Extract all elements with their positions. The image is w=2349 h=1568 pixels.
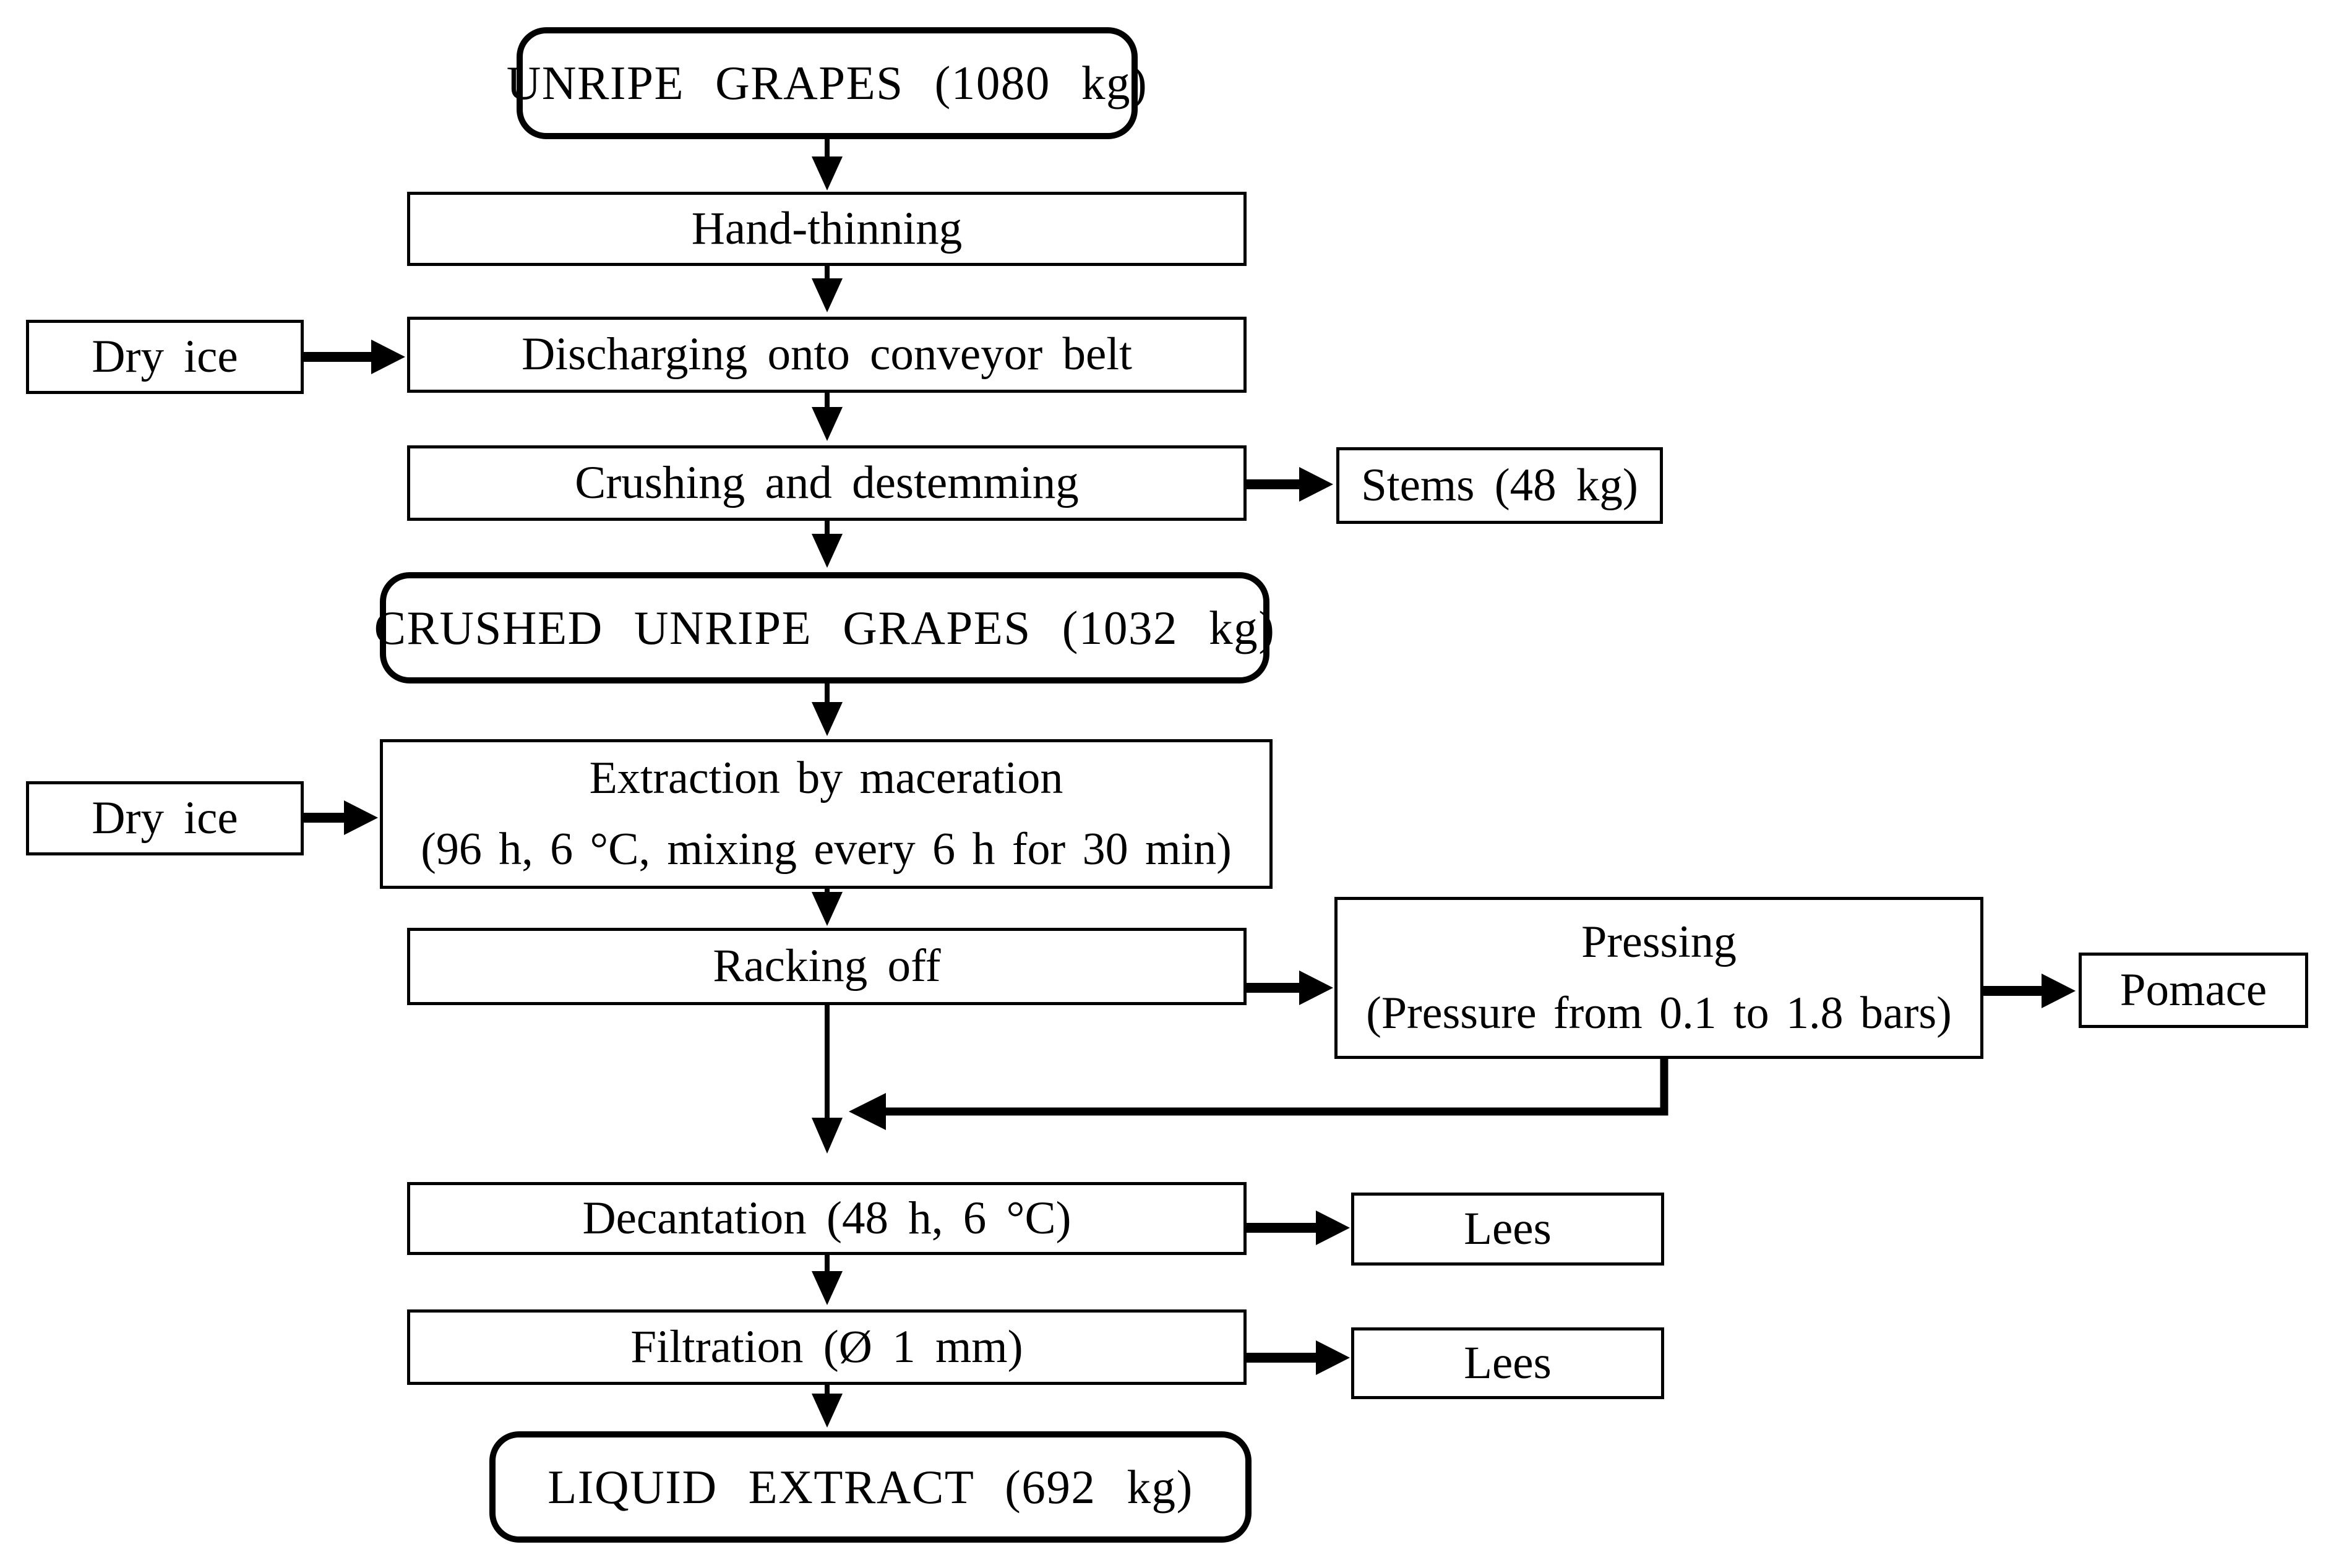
arrow-racking-to-pressing [1247, 970, 1333, 1005]
node-label: CRUSHED UNRIPE GRAPES (1032 kg) [374, 601, 1276, 654]
node-label-line2: (Pressure from 0.1 to 1.8 bars) [1366, 988, 1952, 1039]
node-liquid-extract: LIQUID EXTRACT (692 kg) [489, 1431, 1252, 1543]
node-label: LIQUID EXTRACT (692 kg) [548, 1460, 1193, 1514]
node-label: Hand-thinning [691, 202, 963, 254]
node-label: Dry ice [92, 330, 238, 382]
node-pomace: Pomace [2079, 953, 2308, 1028]
node-pressing: Pressing (Pressure from 0.1 to 1.8 bars) [1334, 897, 1983, 1059]
arrow-crushing-to-crushed [812, 521, 843, 568]
node-discharging: Discharging onto conveyor belt [407, 317, 1247, 393]
node-stems: Stems (48 kg) [1336, 447, 1663, 524]
arrow-discharging-to-crushing [812, 393, 843, 441]
arrow-extraction-to-racking [812, 889, 843, 926]
node-label: Dry ice [92, 792, 238, 844]
node-label-line1: Extraction by maceration [589, 753, 1063, 804]
node-dry-ice-bottom: Dry ice [26, 781, 304, 855]
node-unripe-grapes: UNRIPE GRAPES (1080 kg) [507, 27, 1147, 139]
arrow-unripe-to-handthinning [812, 139, 843, 191]
arrow-dryice-bottom-to-extraction [304, 800, 378, 835]
node-label: Racking off [713, 940, 941, 992]
node-label: Lees [1464, 1202, 1552, 1254]
node-label: Lees [1464, 1337, 1552, 1389]
arrow-decantation-to-lees1 [1247, 1210, 1350, 1245]
arrow-crushed-to-extraction [812, 683, 843, 736]
node-label: Crushing and destemming [575, 456, 1079, 508]
arrow-filtration-to-liquid [812, 1385, 843, 1428]
node-lees-filtration: Lees [1351, 1327, 1664, 1399]
node-filtration: Filtration (Ø 1 mm) [407, 1309, 1247, 1385]
node-label: Filtration (Ø 1 mm) [630, 1321, 1023, 1373]
node-dry-ice-top: Dry ice [26, 320, 304, 394]
node-label: UNRIPE GRAPES (1080 kg) [506, 56, 1148, 110]
arrow-racking-to-decantation [812, 1005, 843, 1154]
node-label-line2: (96 h, 6 °C, mixing every 6 h for 30 min… [421, 824, 1232, 875]
node-label: Stems (48 kg) [1361, 459, 1638, 511]
node-crushed-grapes: CRUSHED UNRIPE GRAPES (1032 kg) [374, 572, 1274, 683]
arrow-filtration-to-lees2 [1247, 1340, 1350, 1375]
node-label: Pomace [2119, 964, 2267, 1016]
node-label: Discharging onto conveyor belt [522, 328, 1132, 380]
node-label-line1: Pressing [1581, 917, 1737, 968]
node-decantation: Decantation (48 h, 6 °C) [407, 1182, 1247, 1255]
node-hand-thinning: Hand-thinning [407, 192, 1247, 266]
arrow-pressing-to-pomace [1983, 974, 2076, 1008]
node-lees-decantation: Lees [1351, 1193, 1664, 1266]
arrow-crushing-to-stems [1247, 467, 1333, 502]
arrow-decantation-to-filtration [812, 1255, 843, 1305]
node-extraction: Extraction by maceration (96 h, 6 °C, mi… [380, 739, 1273, 889]
arrow-handthinning-to-discharging [812, 266, 843, 312]
node-racking-off: Racking off [407, 928, 1247, 1005]
node-crushing: Crushing and destemming [407, 445, 1247, 521]
node-label: Decantation (48 h, 6 °C) [582, 1192, 1071, 1244]
arrow-pressing-return-elbow [849, 1059, 1668, 1130]
arrow-dryice-top-to-discharging [304, 340, 405, 374]
